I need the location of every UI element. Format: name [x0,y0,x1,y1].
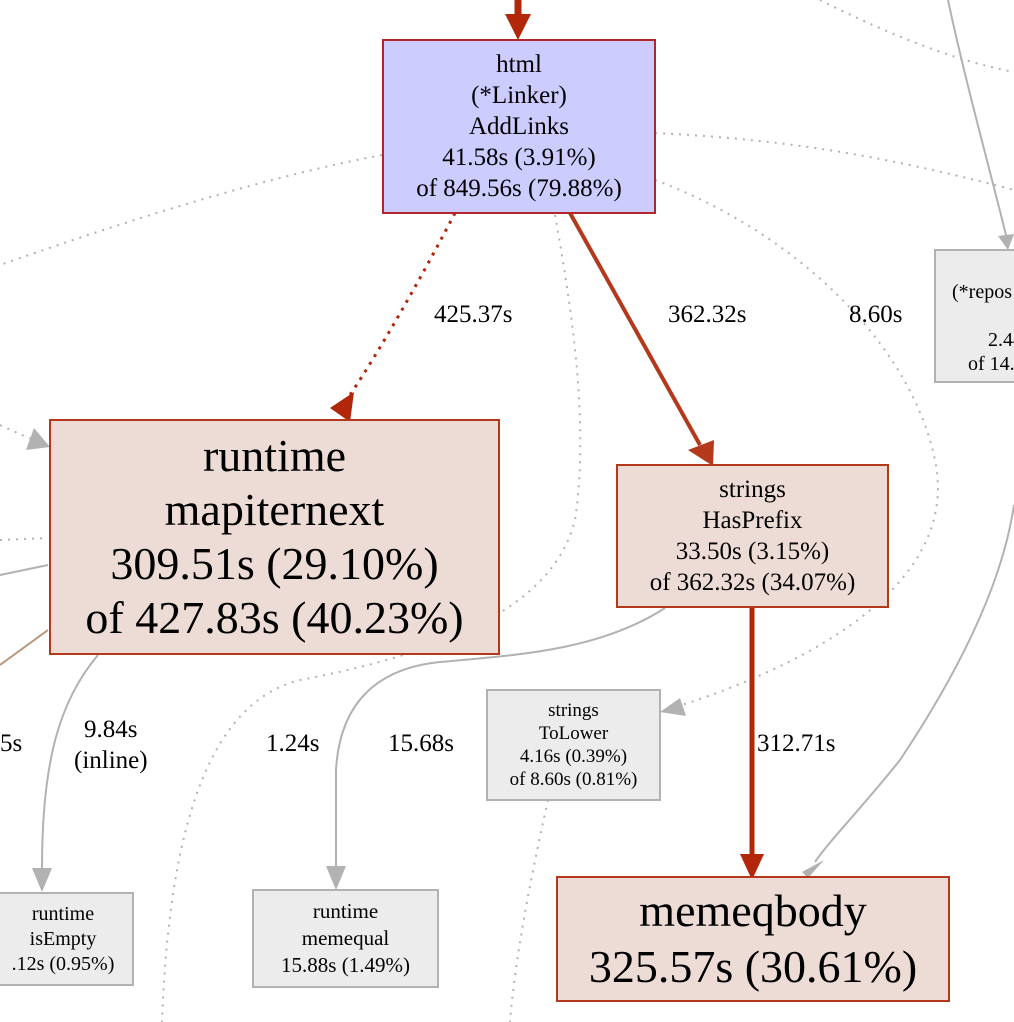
edge-dotted-left-upper [0,154,383,266]
node-memeqbody-flat: 325.57s (30.61%) [588,941,918,992]
edge-dotted-topright [819,0,1014,73]
node-isempty-func: isEmpty [29,927,97,950]
edge-addlinks-hasprefix [568,212,702,446]
node-tolower-func: ToLower [538,723,609,744]
edge-addlinks-mapiternext-arrow [330,392,354,422]
edge-left-tan [0,629,49,666]
edge-label-left-partial: 5s [0,730,23,757]
edge-label-addlinks-mapiternext: 425.37s [434,301,513,328]
node-repos-line1: I [956,256,1014,280]
edge-incoming-addlinks-arrow [505,14,531,40]
node-addlinks[interactable]: html (*Linker) AddLinks 41.58s (3.91%) o… [382,39,656,214]
edge-hasprefix-memequal [335,607,666,866]
node-mapiternext-package: runtime [202,430,347,481]
node-addlinks-receiver: (*Linker) [471,82,567,109]
edge-hasprefix-memeqbody-arrow [740,854,764,880]
edge-label-mapiternext-isempty-inline: (inline) [74,747,148,774]
edge-addlinks-hasprefix-arrow [688,440,714,466]
node-mapiternext[interactable]: runtime mapiternext 309.51s (29.10%) of … [49,419,500,655]
node-addlinks-cum: of 849.56s (79.88%) [416,175,622,202]
edge-addlinks-mapiternext [348,212,457,396]
edge-dotted-left-into-mapiternext-arrow [26,428,50,450]
edge-label-hasprefix-memeqbody: 312.71s [757,730,836,757]
node-tolower-flat: 4.16s (0.39%) [519,746,628,767]
node-memequal-func: memequal [301,926,390,950]
node-isempty[interactable]: runtime isEmpty .12s (0.95%) [0,892,134,986]
edge-left-gray [0,564,49,576]
node-addlinks-func: AddLinks [469,113,569,140]
node-hasprefix[interactable]: strings HasPrefix 33.50s (3.15%) of 362.… [616,464,889,608]
node-memequal-package: runtime [312,899,379,923]
node-repos-line4: 2.44 [988,329,1014,351]
edge-dotted-left-mid [0,537,49,541]
edge-dotted-right-upper [654,132,1014,191]
edge-top-repos [947,0,1007,236]
node-memequal[interactable]: runtime memequal 15.88s (1.49%) [252,889,439,988]
edge-label-addlinks-hasprefix: 362.32s [668,301,747,328]
node-memequal-flat: 15.88s (1.49%) [281,953,410,977]
node-memeqbody[interactable]: memeqbody 325.57s (30.61%) [556,876,950,1002]
edge-mapiternext-isempty [41,654,99,869]
node-addlinks-package: html [496,51,542,78]
node-hasprefix-cum: of 362.32s (34.07%) [649,569,856,596]
edge-label-addlinks-tolower: 8.60s [849,301,903,328]
node-memeqbody-func: memeqbody [639,885,867,936]
node-isempty-flat: .12s (0.95%) [11,952,115,975]
node-hasprefix-func: HasPrefix [702,507,803,534]
edge-dotted-addlinks-tolower [654,179,939,706]
edge-dotted-addlinks-memequal [161,214,582,1022]
node-repos-line2: (*repos [952,281,1012,303]
edge-dotted-addlinks-tolower-arrow [660,698,686,716]
edge-label-mapiternext-isempty: 9.84s (inline) [74,714,148,776]
node-mapiternext-cum: of 427.83s (40.23%) [85,592,464,643]
edge-label-mapiternext-isempty-value: 9.84s [84,716,138,743]
edge-mapiternext-isempty-arrow [32,868,52,892]
node-isempty-package: runtime [31,902,95,925]
edge-label-hasprefix-memequal: 15.68s [388,730,454,757]
node-tolower-cum: of 8.60s (0.81%) [509,769,638,790]
node-mapiternext-flat: 309.51s (29.10%) [110,538,439,589]
node-hasprefix-package: strings [719,476,786,503]
node-repos-line5: of 14. [968,353,1014,375]
node-mapiternext-func: mapiternext [164,484,385,535]
edge-repos-memeqbody [814,504,1014,863]
node-tolower-package: strings [548,700,599,721]
edge-label-tolower-memequal: 1.24s [266,730,320,757]
edge-repos-memeqbody-arrow [802,860,824,878]
node-addlinks-flat: 41.58s (3.91%) [442,144,596,171]
edge-top-repos-arrow [998,234,1014,250]
node-hasprefix-flat: 33.50s (3.15%) [675,538,830,565]
node-repos-partial[interactable]: I (*repos 2.44 of 14. [934,249,1014,383]
edge-hasprefix-memequal-arrow [326,866,346,890]
node-tolower[interactable]: strings ToLower 4.16s (0.39%) of 8.60s (… [486,689,661,801]
edge-dotted-tolower-down [509,799,549,1022]
